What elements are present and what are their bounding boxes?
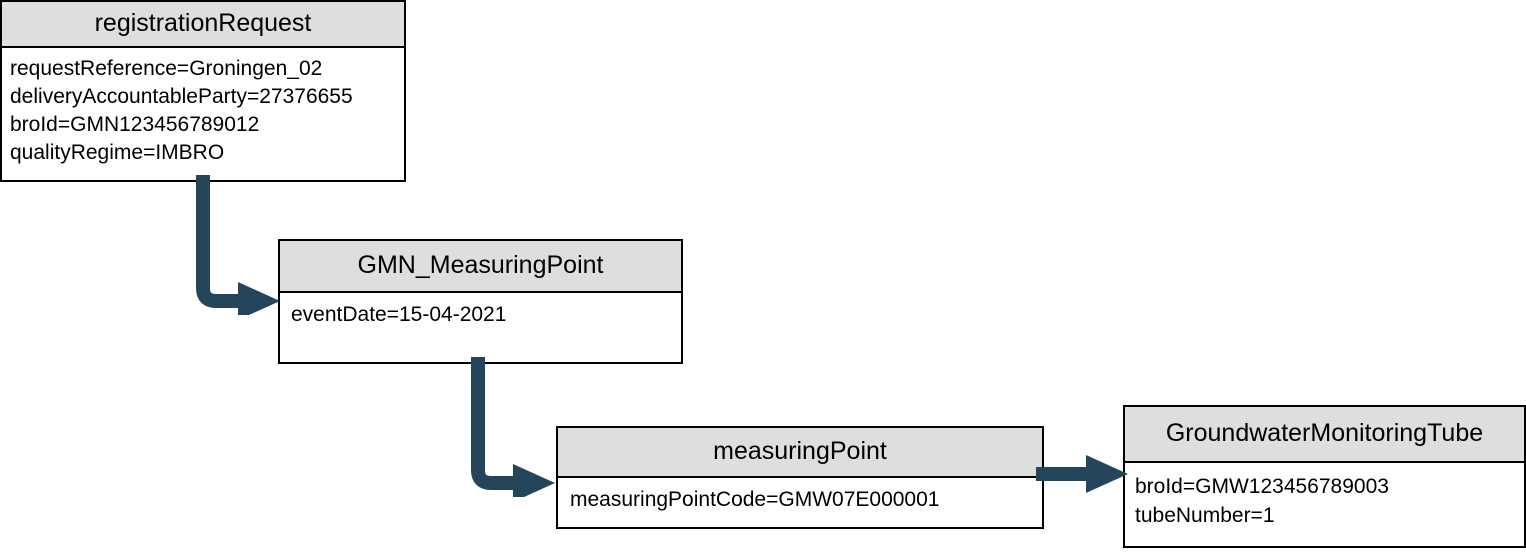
connector-arrow-gmn-to-measuringpoint	[471, 357, 555, 497]
uml-box-header-measuring-point: measuringPoint	[558, 428, 1042, 478]
uml-box-body-registration-request: requestReference=Groningen_02 deliveryAc…	[2, 48, 404, 180]
attribute-line: broId=GMW123456789003	[1135, 475, 1389, 498]
attribute-line: deliveryAccountableParty=27376655	[10, 85, 353, 108]
connector-line	[471, 357, 519, 490]
uml-box-header-gmn-measuring-point: GMN_MeasuringPoint	[280, 241, 681, 293]
uml-box-body-measuring-point: measuringPointCode=GMW07E000001	[558, 478, 1042, 527]
uml-box-body-gmn-measuring-point: eventDate=15-04-2021	[280, 293, 681, 362]
uml-box-registration-request[interactable]: registrationRequest requestReference=Gro…	[0, 0, 406, 182]
uml-box-header-groundwater-monitoring-tube: GroundwaterMonitoringTube	[1125, 407, 1524, 463]
connector-line	[196, 175, 244, 308]
uml-box-header-registration-request: registrationRequest	[2, 2, 404, 48]
uml-box-groundwater-monitoring-tube[interactable]: GroundwaterMonitoringTube broId=GMW12345…	[1123, 405, 1526, 548]
uml-box-gmn-measuring-point[interactable]: GMN_MeasuringPoint eventDate=15-04-2021	[278, 239, 683, 364]
attribute-line: broId=GMN123456789012	[10, 113, 260, 136]
attribute-line: eventDate=15-04-2021	[291, 303, 507, 326]
attribute-line: measuringPointCode=GMW07E000001	[570, 488, 940, 511]
attribute-line: tubeNumber=1	[1135, 504, 1275, 527]
arrowhead-icon	[513, 464, 555, 497]
uml-box-measuring-point[interactable]: measuringPoint measuringPointCode=GMW07E…	[556, 426, 1044, 529]
arrowhead-icon	[238, 282, 280, 315]
arrowhead-icon	[1086, 455, 1128, 493]
connector-arrow-request-to-gmn	[196, 175, 280, 315]
attribute-line: qualityRegime=IMBRO	[10, 141, 225, 164]
connector-arrow-measuringpoint-to-tube	[1036, 455, 1128, 493]
uml-box-body-groundwater-monitoring-tube: broId=GMW123456789003 tubeNumber=1	[1125, 463, 1524, 546]
attribute-line: requestReference=Groningen_02	[10, 57, 323, 80]
